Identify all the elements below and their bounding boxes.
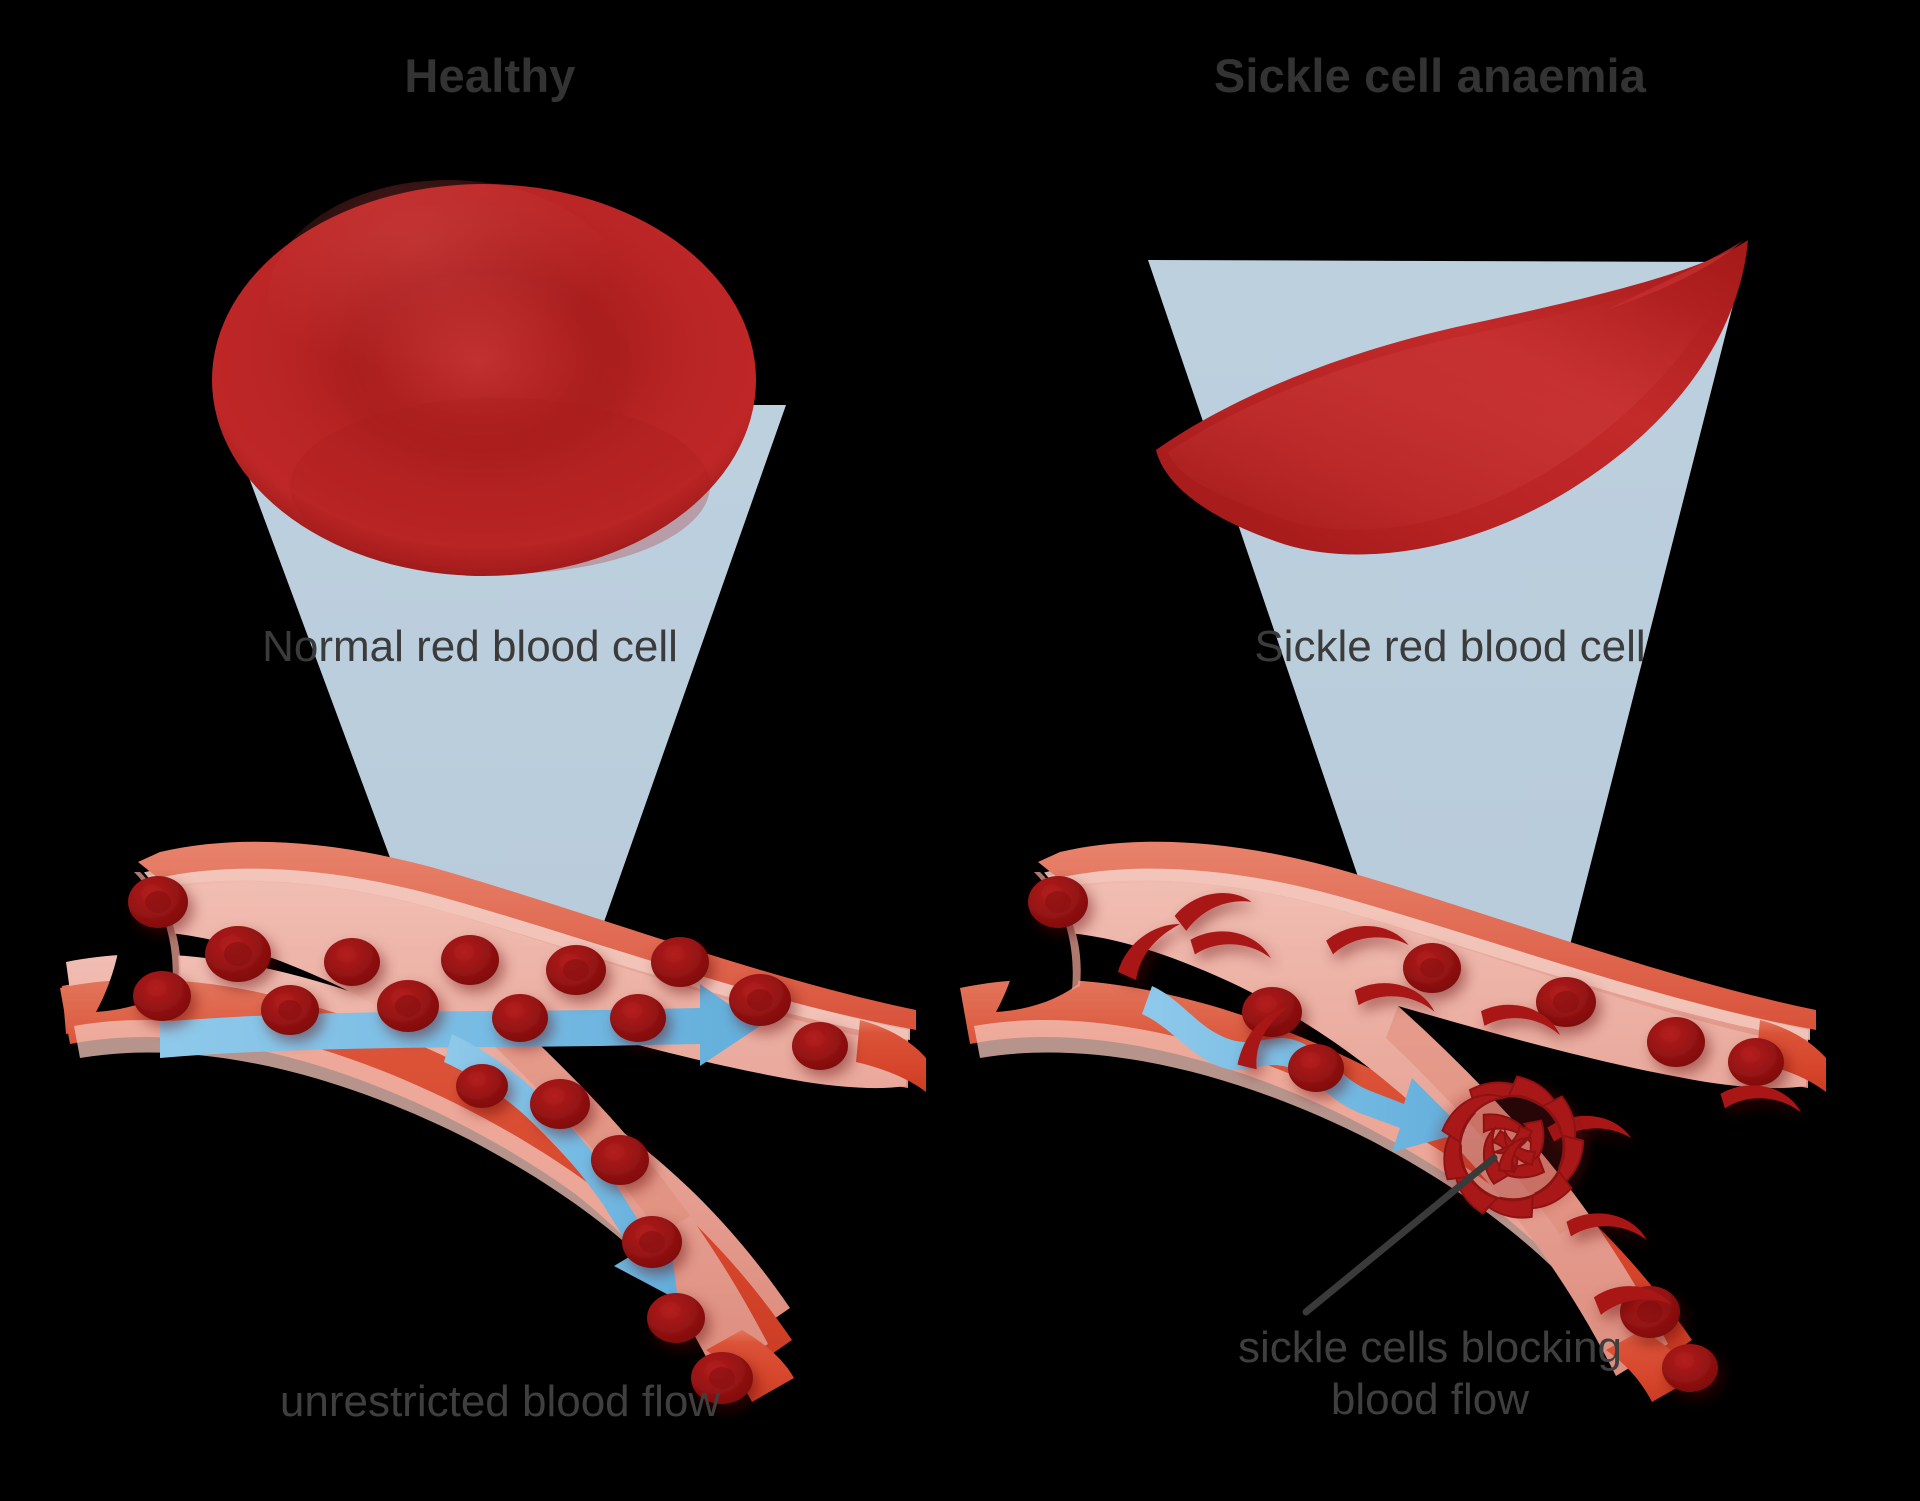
- caption-sickle-cells-blocking-blood-flow: sickle cells blocking blood flow: [980, 1322, 1880, 1426]
- caption-blocked-line-1: sickle cells blocking: [1238, 1323, 1622, 1372]
- leader-line-to-blockage: [1302, 1154, 1498, 1316]
- panel-title-sickle-cell-anaemia: Sickle cell anaemia: [1213, 49, 1647, 102]
- magnifier-cone-left: [222, 405, 786, 1030]
- cell-label-sickle-red-blood-cell: Sickle red blood cell: [1254, 622, 1646, 671]
- caption-blocked-line-2: blood flow: [1330, 1374, 1530, 1424]
- normal-red-blood-cell: [212, 180, 756, 576]
- blood-cells-sickle-vessel: [1028, 876, 1801, 1392]
- sickle-red-blood-cell: [1156, 240, 1748, 555]
- panel-title-healthy: Healthy: [404, 49, 576, 102]
- red-blood-cells-healthy: [128, 876, 848, 1404]
- blood-vessel-sickle: [960, 841, 1826, 1402]
- flow-arrow-unrestricted: [160, 984, 760, 1300]
- cell-label-normal-red-blood-cell: Normal red blood cell: [262, 622, 678, 671]
- blood-vessel-healthy: [60, 841, 926, 1404]
- caption-unrestricted-blood-flow: unrestricted blood flow: [279, 1377, 721, 1426]
